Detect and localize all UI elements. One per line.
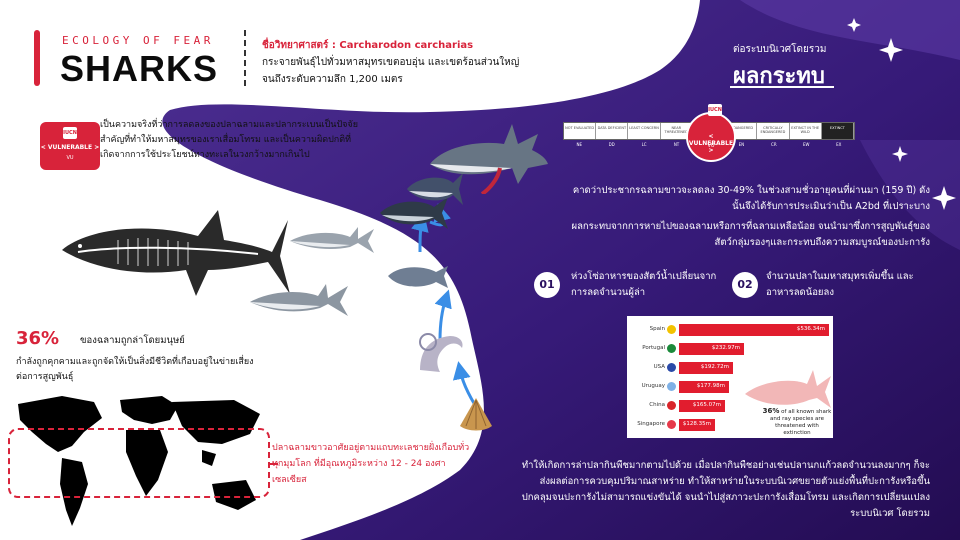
chart-note: 36% of all known shark and ray species a… xyxy=(762,408,832,437)
world-map-illustration xyxy=(18,396,260,526)
chart-row: China $165.07m xyxy=(627,398,833,414)
impact-effect-text: ผลกระทบจากการหายไปของฉลามหรือการที่ฉลามเ… xyxy=(571,221,930,248)
vulnerable-status-circle: IUCN < VULNERABLE > VU xyxy=(686,104,736,162)
status-en: ENDANGERED xyxy=(725,123,758,139)
chart-bar xyxy=(679,419,715,431)
chart-row: USA $192.72m xyxy=(627,360,833,376)
chart-category-label: China xyxy=(649,402,665,408)
range-text: กระจายพันธุ์ไปทั่วมหาสมุทรเขตอบอุ่น และเ… xyxy=(262,57,520,85)
status-ex: EXTINCT xyxy=(821,123,854,139)
intro-paragraph: เป็นความจริงที่ว่าการลดลงของปลาฉลามและปล… xyxy=(100,120,358,160)
impact-subtitle: ต่อระบบนิเวศโดยรวม xyxy=(733,44,827,55)
title-accent-bar xyxy=(34,30,40,86)
chart-bar xyxy=(679,362,733,374)
chart-value-label: $128.35m xyxy=(682,421,711,427)
ecosystem-change-text: ทำให้เกิดการล่าปลากินพืชมากตามไปด้วย เมื… xyxy=(521,460,930,519)
country-flag-icon xyxy=(667,382,676,391)
iucn-logo-icon: IUCN xyxy=(63,127,77,139)
chart-note-percent: 36% xyxy=(762,407,780,415)
habitat-connector xyxy=(270,463,278,465)
point-text-2: จำนวนปลาในมหาสมุทรเพิ่มขึ้น และอาหารลดน้… xyxy=(766,271,914,298)
point-number-1: 01 xyxy=(534,272,560,298)
shrimp-icon xyxy=(419,333,463,372)
status-code-ex: EX xyxy=(836,142,842,147)
chart-row: Uruguay $177.98m xyxy=(627,379,833,395)
country-flag-icon xyxy=(667,420,676,429)
country-flag-icon xyxy=(667,325,676,334)
status-code-nt: NT xyxy=(673,142,680,147)
population-decline-text: คาดว่าประชากรฉลามขาวจะลดลง 30-49% ในช่วง… xyxy=(572,185,930,212)
chart-row: Portugal $232.97m xyxy=(627,341,833,357)
grey-shark-icon xyxy=(250,284,348,316)
chart-row: Spain $536.34m xyxy=(627,322,833,338)
chart-category-label: Uruguay xyxy=(641,383,665,389)
habitat-zone-box xyxy=(8,428,270,498)
chart-bar xyxy=(679,400,725,412)
vulnerable-badge: IUCN < VULNERABLE > VU xyxy=(40,122,100,170)
chart-category-label: Portugal xyxy=(642,345,665,351)
impact-underline xyxy=(730,86,834,88)
threat-percent: 36% xyxy=(16,328,60,349)
tuna-fish-icon xyxy=(380,197,448,229)
chart-bar xyxy=(679,324,829,336)
chart-category-label: Spain xyxy=(649,326,665,332)
squid-icon xyxy=(388,266,448,288)
chart-bar xyxy=(679,343,744,355)
chart-value-label: $536.34m xyxy=(796,326,825,332)
small-shark-icon xyxy=(290,227,374,253)
status-ew: EXTINCT IN THE WILD xyxy=(790,123,822,139)
great-white-shark-icon xyxy=(430,124,548,194)
status-code-ne: NE xyxy=(576,142,582,147)
threat-percent-label: ของฉลามถูกล่าโดยมนุษย์ xyxy=(80,335,185,346)
chart-value-label: $192.72m xyxy=(700,364,729,370)
eyebrow-title: ECOLOGY OF FEAR xyxy=(62,34,214,47)
impact-title: ผลกระทบ xyxy=(733,64,825,89)
point-number-2: 02 xyxy=(732,272,758,298)
chart-category-label: USA xyxy=(653,364,665,370)
vulnerable-code: VU xyxy=(707,143,715,149)
chart-category-label: Singapore xyxy=(637,421,665,427)
status-dd: DATA DEFICIENT xyxy=(596,123,629,139)
chart-note-text: of all known shark and ray species are t… xyxy=(770,409,832,436)
pink-shark-illustration xyxy=(745,370,831,408)
scientific-name: ชื่อวิทยาศาสตร์ : Carcharodon carcharias xyxy=(262,40,474,51)
vulnerable-code: VU xyxy=(66,155,74,161)
chart-value-label: $165.07m xyxy=(692,402,721,408)
status-cr: CRITICALLY ENDANGERED xyxy=(757,123,790,139)
country-flag-icon xyxy=(667,401,676,410)
sparkle-icons xyxy=(847,18,956,210)
large-fish-icon xyxy=(407,173,463,205)
page-title: SHARKS xyxy=(60,48,219,89)
status-code-dd: DD xyxy=(608,142,615,147)
chart-value-label: $232.97m xyxy=(711,345,740,351)
habitat-description: ปลาฉลามขาวอาศัยอยู่ตามแถบทะเลชายฝั่งเกือ… xyxy=(272,443,470,485)
skeleton-shark-illustration xyxy=(62,210,290,296)
header-divider xyxy=(244,30,246,86)
vulnerable-label: < VULNERABLE > xyxy=(688,133,734,154)
threat-description: กำลังถูกคุกคามและถูกจัดให้เป็นสิ่งมีชีวิ… xyxy=(16,357,254,382)
country-flag-icon xyxy=(667,363,676,372)
country-flag-icon xyxy=(667,344,676,353)
shell-icon xyxy=(460,398,492,431)
chart-bar xyxy=(679,381,729,393)
status-code-en: EN xyxy=(738,142,745,147)
status-code-lc: LC xyxy=(641,142,647,147)
status-lc: LEAST CONCERN xyxy=(628,123,661,139)
iucn-logo-icon: IUCN xyxy=(708,104,722,116)
status-code-ew: EW xyxy=(803,142,810,147)
point-text-1: ห่วงโซ่อาหารของสัตว์น้ำเปลี่ยนจากการลดจำ… xyxy=(571,271,717,298)
vulnerable-label: < VULNERABLE > xyxy=(40,144,100,151)
chart-row: Singapore $128.35m xyxy=(627,417,833,433)
chart-value-label: $177.98m xyxy=(696,383,725,389)
status-ne: NOT EVALUATED xyxy=(564,123,597,139)
status-code-cr: CR xyxy=(771,142,777,147)
